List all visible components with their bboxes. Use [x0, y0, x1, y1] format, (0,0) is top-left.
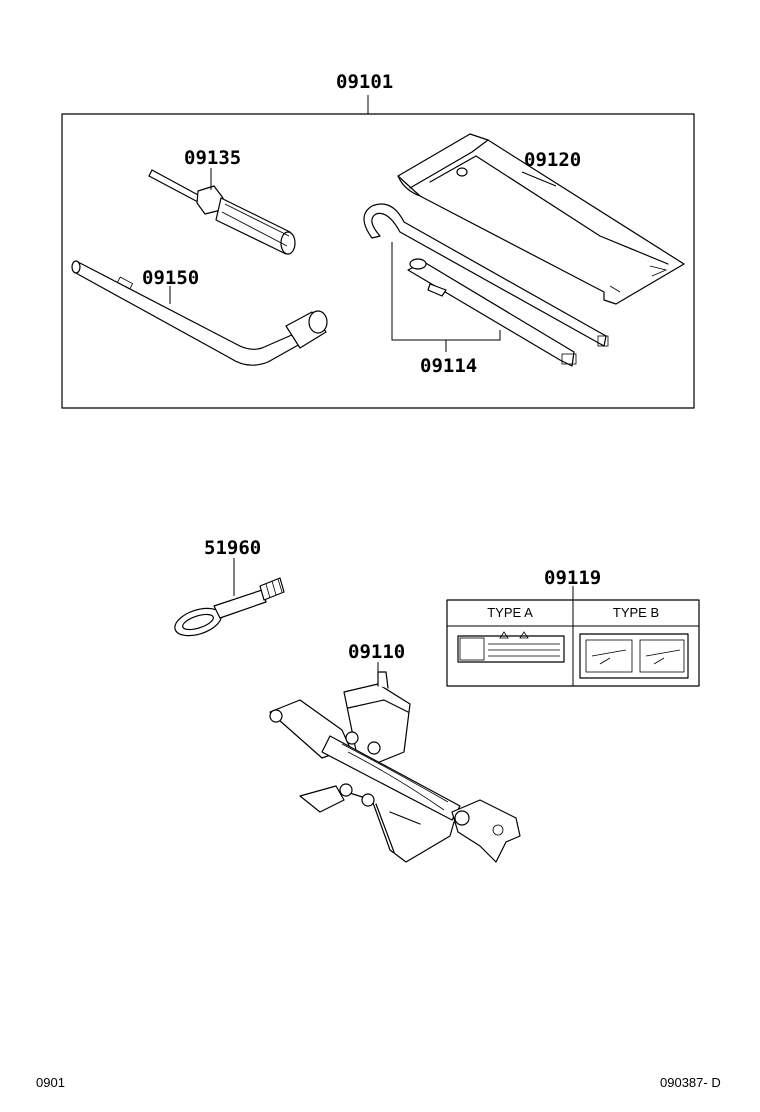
label-screwdriver[interactable]: 09135	[184, 147, 242, 169]
wrench-drawing	[71, 260, 328, 366]
screwdriver-drawing	[148, 168, 296, 255]
jack-handle-drawing	[363, 203, 609, 367]
label-tool-bag[interactable]: 09120	[524, 149, 582, 171]
label-table-drawing	[446, 586, 700, 687]
label-wrench[interactable]: 09150	[142, 267, 200, 289]
label-jack[interactable]: 09110	[348, 641, 406, 663]
type-b-heading: TYPE B	[612, 605, 660, 620]
tool-bag-drawing	[397, 133, 685, 305]
label-towing-eyelet[interactable]: 51960	[204, 537, 262, 559]
jack-drawing	[269, 662, 521, 863]
label-jack-handle[interactable]: 09114	[420, 355, 478, 377]
footer-section-code: 0901	[36, 1075, 65, 1090]
label-tool-kit[interactable]: 09101	[336, 71, 394, 93]
footer-illustration-code: 090387- D	[660, 1075, 721, 1090]
towing-eyelet-drawing	[174, 558, 285, 637]
type-a-heading: TYPE A	[487, 605, 533, 620]
label-caution[interactable]: 09119	[544, 567, 602, 589]
tool-kit-frame	[61, 95, 695, 409]
